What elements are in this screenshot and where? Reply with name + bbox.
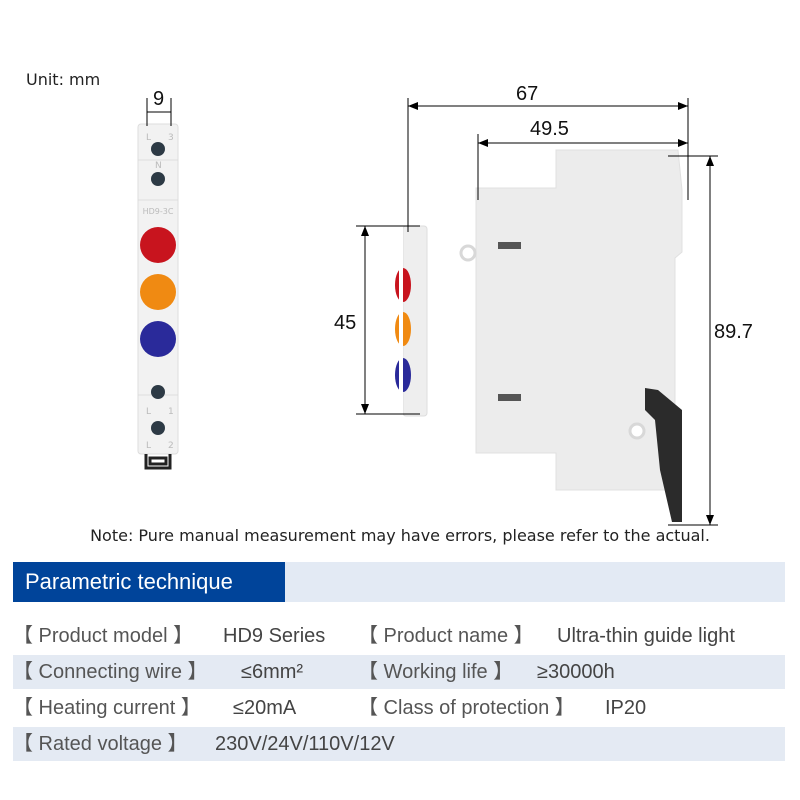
orange-lamp (140, 274, 176, 310)
terminal-label: L (146, 441, 151, 451)
section-header: Parametric technique (13, 562, 785, 602)
blue-lamp (140, 321, 176, 357)
unit-label: Unit: mm (26, 70, 101, 89)
param-value: Ultra-thin guide light (557, 625, 735, 647)
model-marking: HD9-3C (143, 207, 174, 216)
param-label: 【 Working life 】 (358, 661, 514, 683)
param-label: 【 Class of protection 】 (358, 697, 575, 719)
terminal-screw (151, 142, 165, 156)
red-lamp (140, 227, 176, 263)
side-view-device (395, 149, 683, 522)
terminal-label: L (146, 133, 151, 143)
terminal-screw (151, 385, 165, 399)
param-row: 【 Rated voltage 】 230V/24V/110V/12V (13, 727, 785, 761)
dimension-depth-body: 49.5 (530, 118, 569, 140)
param-value: HD9 Series (223, 625, 326, 647)
dimension-drawing: HD9-3C L 3 N L 1 L 2 (137, 98, 718, 526)
terminal-label: 3 (168, 133, 174, 143)
din-clip (645, 388, 682, 522)
terminal-screw (151, 421, 165, 435)
param-value: IP20 (605, 697, 647, 719)
front-view-device: HD9-3C L 3 N L 1 L 2 (137, 123, 179, 470)
terminal-screw (151, 172, 165, 186)
param-label: 【 Product name 】 (358, 625, 534, 647)
param-row: 【 Heating current 】 ≤20mA 【 Class of pro… (13, 691, 785, 725)
param-value: ≥30000h (537, 661, 615, 683)
param-value: 230V/24V/110V/12V (215, 733, 395, 755)
terminal-label: 2 (168, 441, 174, 451)
param-label: 【 Connecting wire 】 (13, 661, 208, 683)
terminal-label: N (155, 161, 162, 171)
terminal-label: 1 (168, 407, 174, 417)
param-value: ≤6mm² (241, 661, 304, 683)
param-label: 【 Heating current 】 (13, 697, 201, 719)
param-row: 【 Connecting wire 】 ≤6mm² 【 Working life… (13, 655, 785, 689)
dimension-height-total: 89.7 (714, 321, 753, 343)
section-title: Parametric technique (13, 562, 285, 602)
measurement-note: Note: Pure manual measurement may have e… (90, 526, 710, 545)
param-label: 【 Rated voltage 】 (13, 733, 188, 755)
terminal-label: L (146, 407, 151, 417)
dimension-width: 9 (153, 88, 165, 110)
dimension-lamp-height: 45 (334, 312, 357, 334)
param-value: ≤20mA (233, 697, 297, 719)
din-clip (144, 454, 172, 470)
dimension-depth-total: 67 (516, 83, 539, 105)
param-row: 【 Product model 】 HD9 Series 【 Product n… (13, 619, 785, 653)
param-label: 【 Product model 】 (13, 625, 194, 647)
